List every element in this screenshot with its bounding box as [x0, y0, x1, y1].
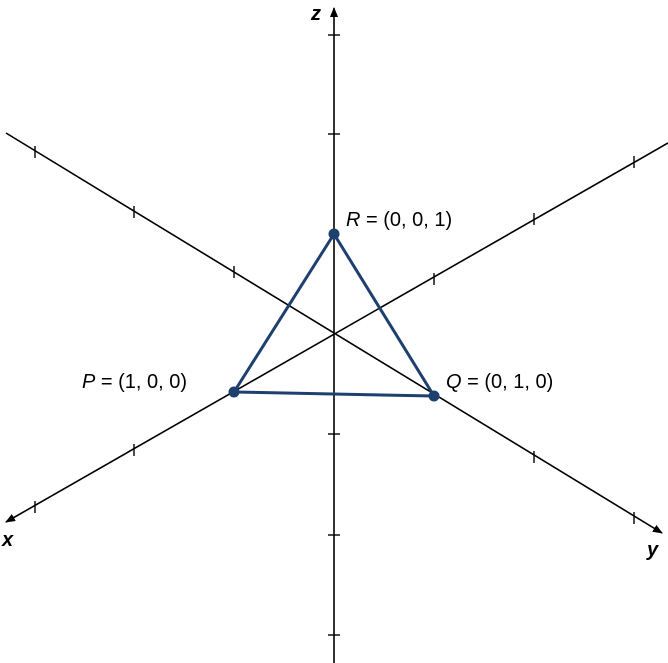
z-axis-ticks [328, 34, 340, 636]
label-R-coords: = (0, 0, 1) [360, 209, 453, 231]
label-Q: Q = (0, 1, 0) [446, 372, 553, 392]
y-axis-label: y [647, 539, 659, 561]
point-R [328, 228, 340, 240]
label-P-coords: = (1, 0, 0) [95, 371, 188, 393]
label-P-name: P [82, 371, 96, 393]
label-R: R = (0, 0, 1) [346, 210, 452, 230]
x-axis [5, 142, 668, 523]
label-Q-name: Q [446, 371, 462, 393]
x-axis-label: x [2, 529, 14, 551]
label-P: P = (1, 0, 0) [82, 372, 187, 392]
label-Q-coords: = (0, 1, 0) [461, 371, 554, 393]
z-axis-label: z [311, 3, 321, 25]
point-P [228, 386, 240, 398]
x-axis-ticks [34, 156, 635, 513]
triangle-PQR [232, 232, 436, 398]
point-Q [428, 390, 440, 402]
y-axis-ticks [34, 146, 635, 524]
label-R-name: R [346, 209, 361, 231]
y-axis [5, 132, 663, 534]
